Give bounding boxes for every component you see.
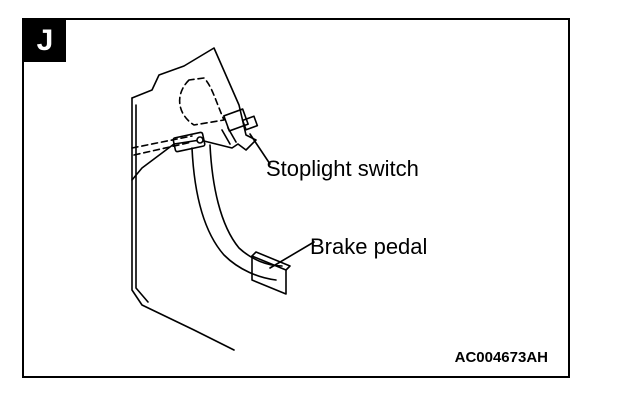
pedal-arm	[191, 144, 283, 281]
brake-pedal-illustration	[131, 47, 315, 351]
pedal-leader-line	[269, 241, 315, 269]
hidden-pedal-arm	[178, 77, 225, 126]
firewall-line	[131, 97, 235, 351]
stoplight-switch-body	[223, 108, 249, 132]
stoplight-switch-label: Stoplight switch	[266, 156, 419, 181]
pivot-clevis	[172, 131, 206, 153]
switch-leader-line	[249, 133, 271, 165]
reference-code: AC004673AH	[454, 349, 548, 366]
pedal-bracket	[131, 47, 257, 181]
section-badge: J	[24, 20, 66, 62]
brake-pedal-label: Brake pedal	[310, 234, 428, 259]
figure-frame: J	[22, 18, 570, 378]
